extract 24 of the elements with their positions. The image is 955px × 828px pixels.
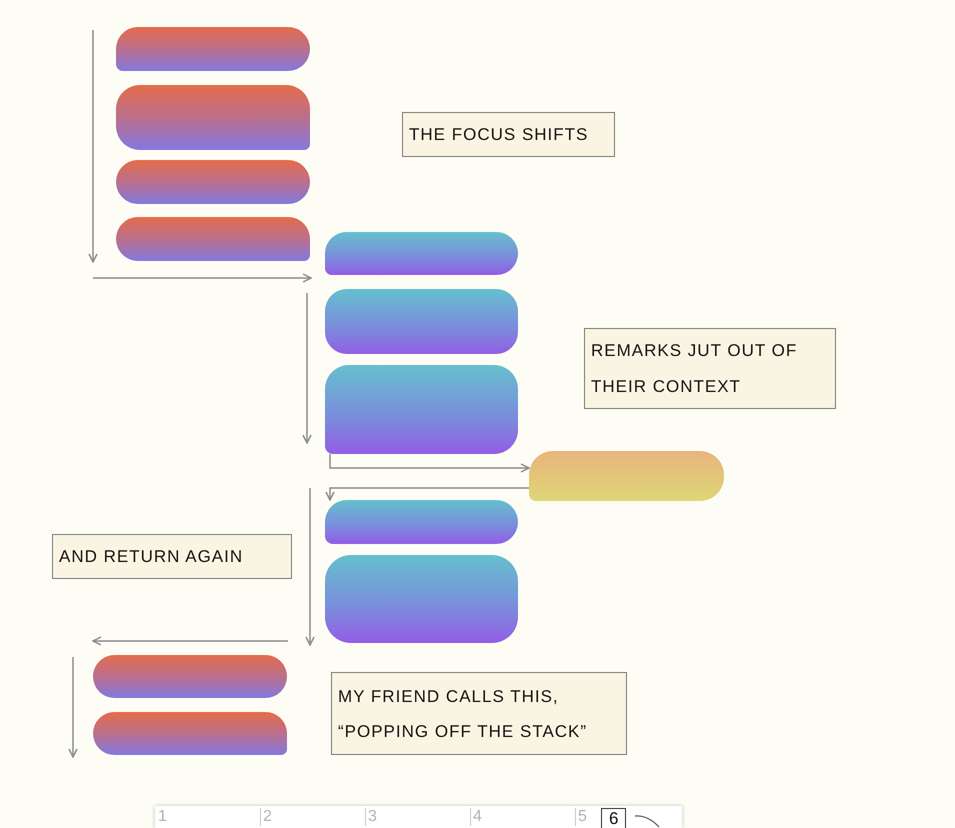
note-label: MY FRIEND CALLS THIS, “POPPING OFF THE STACK”	[331, 672, 627, 755]
chat-bubble	[116, 85, 310, 150]
ruler-number: 5	[575, 808, 587, 826]
current-page-number: 6	[601, 808, 626, 828]
chat-bubble	[325, 555, 518, 643]
note-label: REMARKS JUT OUT OF THEIR CONTEXT	[584, 328, 836, 409]
note-label: THE FOCUS SHIFTS	[402, 112, 615, 157]
ruler-number: 3	[365, 808, 377, 826]
chat-bubble	[325, 365, 518, 454]
chat-bubble	[529, 451, 724, 501]
chat-bubble	[325, 289, 518, 354]
chat-bubble	[116, 160, 310, 204]
ruler-number: 4	[470, 808, 482, 826]
chat-bubble	[325, 232, 518, 275]
ruler-number: 2	[260, 808, 272, 826]
arrow	[325, 487, 529, 501]
chat-bubble	[116, 217, 310, 261]
chat-bubble	[93, 712, 287, 755]
chat-bubble	[93, 655, 287, 698]
chat-bubble	[116, 27, 310, 71]
chat-bubble	[325, 500, 518, 544]
ruler-number: 1	[157, 808, 167, 826]
arrow	[329, 454, 530, 473]
note-label: AND RETURN AGAIN	[52, 534, 292, 579]
